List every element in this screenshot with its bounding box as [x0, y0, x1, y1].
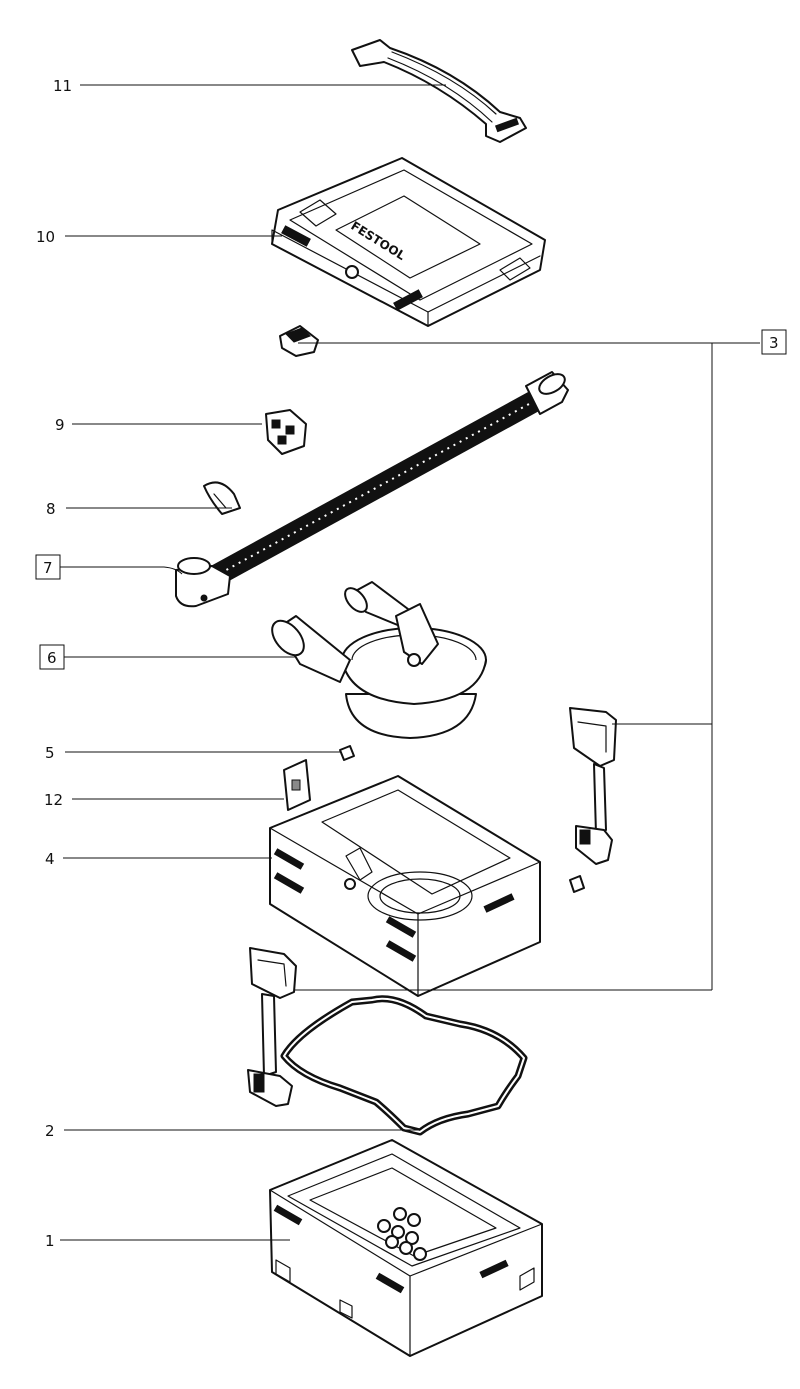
- part-9-bracket: [265, 409, 307, 455]
- part-10-lid: FESTOOL: [271, 157, 546, 327]
- part-8-cap: [203, 481, 241, 515]
- callout-3: 3: [769, 334, 779, 352]
- hose-assembly: [202, 371, 569, 590]
- callout-7: 7: [43, 559, 53, 577]
- callout-labels: 11 10 3 9 8 7 6 5 12 4 2 1: [35, 77, 787, 1250]
- part-6-separator: [271, 581, 487, 739]
- callout-5: 5: [45, 744, 55, 762]
- part-4-insert-tray: [269, 775, 541, 997]
- part-1-container: [269, 1139, 543, 1357]
- callout-6: 6: [47, 649, 57, 667]
- part-11-handle: [351, 39, 527, 143]
- callout-3-box: [761, 329, 787, 355]
- part-2-gasket: [280, 995, 528, 1136]
- callout-8: 8: [46, 500, 56, 518]
- callout-2: 2: [45, 1122, 55, 1140]
- callout-1: 1: [45, 1232, 55, 1250]
- part-7-elbow: [175, 557, 231, 608]
- callout-12: 12: [44, 791, 63, 809]
- part-3-latch-right: [569, 707, 617, 865]
- callout-9: 9: [55, 416, 65, 434]
- part-12-plate: [283, 759, 311, 811]
- leader-lines: [60, 84, 760, 1241]
- part-5-screw-right: [569, 875, 585, 893]
- callout-11: 11: [53, 77, 72, 95]
- part-3-clip-top: [279, 325, 319, 357]
- callout-4: 4: [45, 850, 55, 868]
- callout-7-box: [35, 554, 61, 580]
- callout-10: 10: [36, 228, 55, 246]
- part-5-screw: [339, 745, 355, 761]
- part-3-latch-left: [247, 947, 297, 1107]
- callout-6-box: [39, 644, 65, 670]
